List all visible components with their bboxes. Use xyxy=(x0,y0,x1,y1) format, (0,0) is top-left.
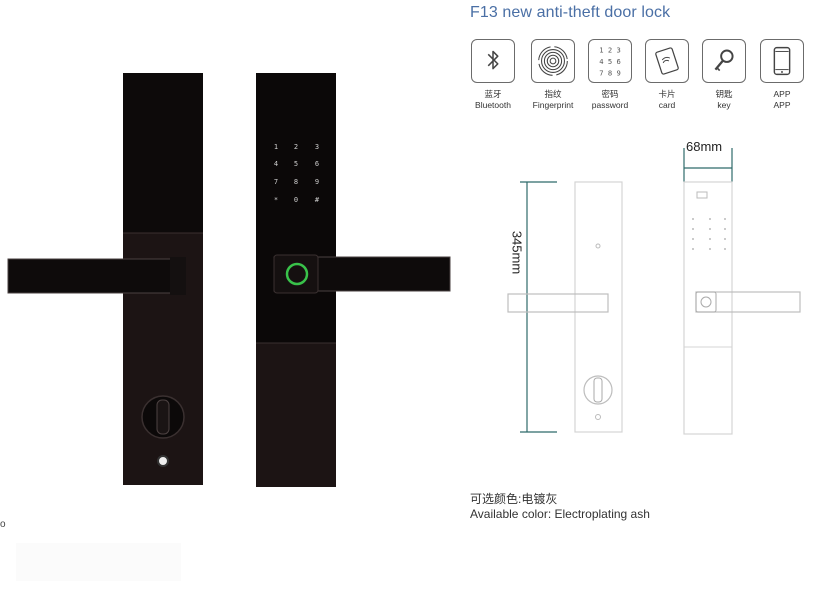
color-info-en: Available color: Electroplating ash xyxy=(470,507,650,521)
faint-placeholder-box xyxy=(16,543,181,581)
keypad-digits-row-1: 1 2 3 xyxy=(599,45,621,54)
lock-keypad-key: 5 xyxy=(294,160,298,168)
lock-keypad-key: 7 xyxy=(274,178,278,186)
lock-keypad-key: 2 xyxy=(294,143,298,151)
keypad-digits-row-3: 7 8 9 xyxy=(599,68,621,77)
lock-keypad-key: 4 xyxy=(274,160,278,168)
bluetooth-icon xyxy=(471,39,515,83)
fingerprint-sensor-ring xyxy=(285,262,309,286)
width-dimension-label: 68mm xyxy=(686,139,723,154)
lock-keypad-key: # xyxy=(315,196,320,204)
phone-icon xyxy=(760,39,804,83)
lock-keypad-key: * xyxy=(274,196,278,204)
dimension-diagram xyxy=(507,148,801,435)
corner-mark: o xyxy=(0,519,6,530)
key-icon xyxy=(702,39,746,83)
lock-keypad-key: 0 xyxy=(294,196,298,204)
keypad-icon: 1 2 3 4 5 6 7 8 9 xyxy=(588,39,632,83)
lock-product-photo: 1 2 3 4 5 6 7 8 9 * 0 # xyxy=(7,73,451,487)
keypad-digits-row-2: 4 5 6 xyxy=(599,57,621,66)
back-lock-body xyxy=(7,73,203,485)
card-icon xyxy=(645,39,689,83)
height-dimension-label: 345mm xyxy=(509,230,525,275)
product-title: F13 new anti-theft door lock xyxy=(470,4,671,21)
lock-keypad-key: 3 xyxy=(315,143,319,151)
fingerprint-icon xyxy=(531,39,575,83)
color-info-cn: 可选颜色:电镀灰 xyxy=(470,492,558,506)
front-lock-body xyxy=(256,73,451,487)
lock-keypad-key: 6 xyxy=(315,160,319,168)
lock-keypad-key: 8 xyxy=(294,178,298,186)
lock-keypad-key: 1 xyxy=(274,143,278,151)
lock-keypad-key: 9 xyxy=(315,178,319,186)
color-info: 可选颜色:电镀灰 Available color: Electroplating… xyxy=(470,492,650,522)
